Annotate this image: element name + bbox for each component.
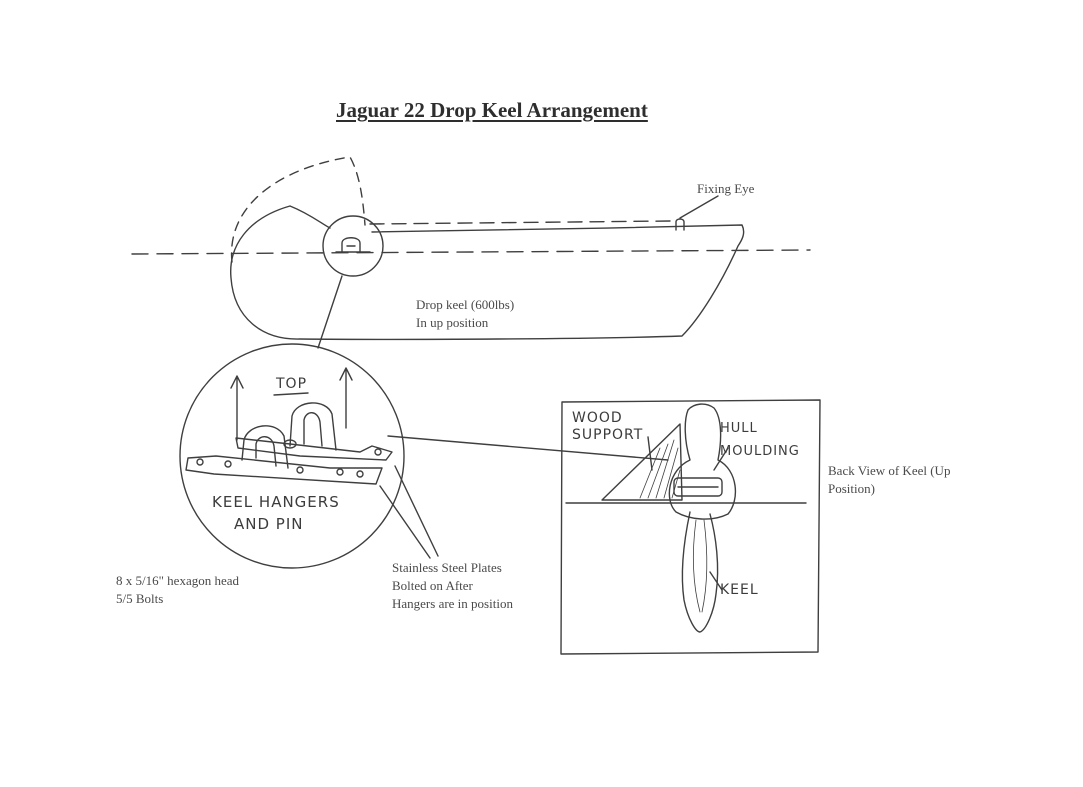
fixing-eye-label: Fixing Eye [697, 181, 755, 196]
wood-support [601, 423, 683, 501]
bolts-label-line1: 8 x 5/16" hexagon head [116, 573, 239, 588]
hull-moulding-handwritten-label: HULL MOULDING [720, 420, 800, 460]
keel-hangers-line1: KEEL HANGERS [212, 493, 340, 511]
pivot-detail-circle [322, 215, 384, 277]
wood-support-line2: SUPPORT [572, 427, 644, 443]
back-view-box [560, 399, 821, 655]
page-title: Jaguar 22 Drop Keel Arrangement [336, 98, 648, 122]
wood-support-leader [647, 436, 653, 471]
keel-blade [681, 511, 719, 633]
bolts-label-line2: 5/5 Bolts [116, 591, 164, 606]
hanger-front [241, 425, 289, 469]
plates-to-back-view-line [387, 435, 669, 461]
wood-support-line1: WOOD [572, 410, 623, 426]
plates-label-line1: Stainless Steel Plates [392, 560, 502, 575]
bolt-hole-1 [196, 458, 204, 466]
detail-connector [317, 275, 343, 349]
top-handwritten-label: TOP [276, 376, 308, 392]
keel-label-leader [709, 571, 723, 591]
bolt-hole-2 [224, 460, 232, 468]
back-view-label-line2: Position) [828, 481, 875, 496]
hull-bottom-line [369, 220, 671, 225]
keel-handwritten-label: KEEL [720, 582, 759, 598]
fixing-eye-leader [679, 195, 719, 219]
hull-moulding [668, 403, 737, 520]
bolt-hole-5 [356, 470, 364, 478]
back-view-label-line1: Back View of Keel (Up [828, 463, 951, 478]
keel-outline [230, 205, 745, 341]
back-view-label: Back View of Keel (Up Position) [828, 462, 950, 498]
bolt-hole-4 [336, 468, 344, 476]
top-arrow-right [339, 367, 353, 429]
wood-support-handwritten-label: WOOD SUPPORT [572, 410, 643, 444]
plates-leader-1 [379, 485, 431, 559]
pivot-hanger-small [335, 237, 371, 253]
hull-moulding-leader [713, 447, 729, 471]
plates-label-line2: Bolted on After [392, 578, 473, 593]
plates-leader-2 [394, 465, 439, 557]
bolt-hole-6 [374, 448, 382, 456]
keel-swing-arc [230, 156, 366, 263]
keel-head-block [673, 477, 723, 497]
hanger-plate-front [185, 455, 383, 485]
hanger-detail-circle [179, 343, 405, 569]
hanger-back [289, 402, 337, 451]
plates-label-line3: Hangers are in position [392, 596, 513, 611]
wood-support-hatching [639, 439, 681, 499]
drop-keel-label: Drop keel (600lbs) In up position [416, 296, 514, 332]
waterline [131, 249, 811, 255]
hanger-pin [283, 439, 297, 449]
stainless-plates-label: Stainless Steel Plates Bolted on After H… [392, 559, 513, 613]
keel-blade-inner [692, 519, 708, 613]
top-arrow-left [230, 375, 244, 441]
hull-moulding-line2: MOULDING [720, 444, 800, 459]
drop-keel-label-line1: Drop keel (600lbs) [416, 297, 515, 312]
fixing-eye [675, 218, 685, 231]
hanger-plate-back [235, 437, 393, 461]
drop-keel-label-line2: In up position [416, 315, 489, 330]
keel-hangers-handwritten-label: KEEL HANGERS AND PIN [212, 494, 340, 533]
top-underline [273, 392, 309, 396]
hull-moulding-line1: HULL [720, 421, 758, 436]
bolt-hole-3 [296, 466, 304, 474]
keel-hangers-line2: AND PIN [234, 515, 304, 533]
bolts-label: 8 x 5/16" hexagon head 5/5 Bolts [116, 572, 239, 608]
